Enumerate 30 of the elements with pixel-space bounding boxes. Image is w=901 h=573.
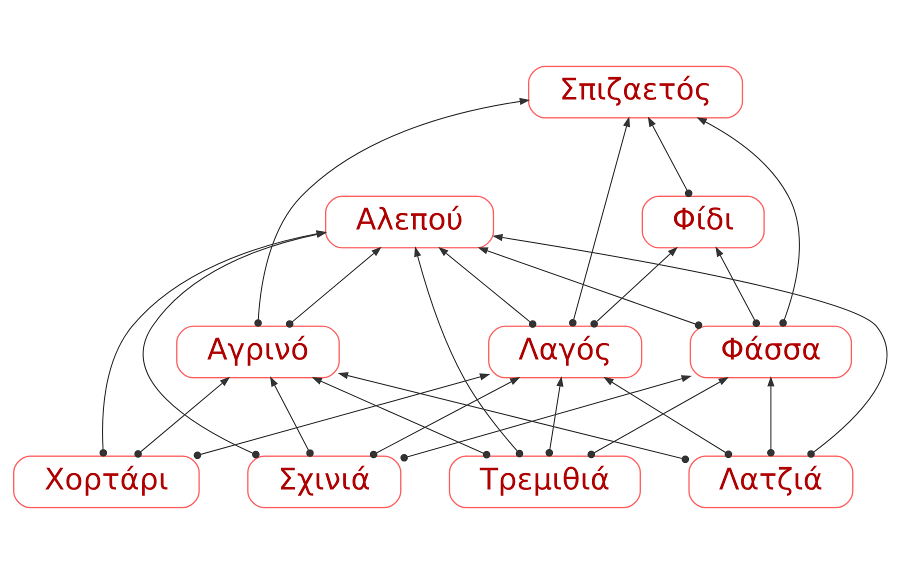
arrow (134, 376, 230, 458)
arrow (438, 246, 536, 328)
arrow (492, 233, 888, 458)
arrow (254, 97, 530, 326)
node-box: Αλεπού (324, 195, 494, 248)
arrow (338, 372, 690, 463)
node-box: Χορτάρι (13, 454, 200, 508)
arrow (312, 376, 490, 458)
arrow (648, 116, 692, 197)
node-box: Τρεμιθιά (448, 454, 641, 508)
node-box: Φάσσα (690, 325, 852, 378)
node-box: Λαγός (488, 325, 642, 378)
arrow (400, 374, 692, 462)
arrow (478, 246, 702, 328)
arrow (569, 116, 630, 326)
arrow (590, 246, 678, 328)
arrow (696, 116, 800, 326)
arrow (715, 246, 760, 326)
arrow (767, 376, 775, 456)
node-box: Σπιζαετός (528, 65, 744, 118)
arrow (286, 246, 382, 328)
node-box: Αγρινό (176, 325, 340, 378)
node-box: Φίδι (642, 195, 765, 248)
arrow (370, 376, 520, 458)
arrow (414, 246, 524, 457)
arrow (194, 372, 490, 459)
node-box: Λατζιά (688, 454, 854, 508)
arrow (270, 376, 314, 456)
node-box: Σχινιά (247, 454, 402, 508)
arrow (546, 376, 564, 456)
